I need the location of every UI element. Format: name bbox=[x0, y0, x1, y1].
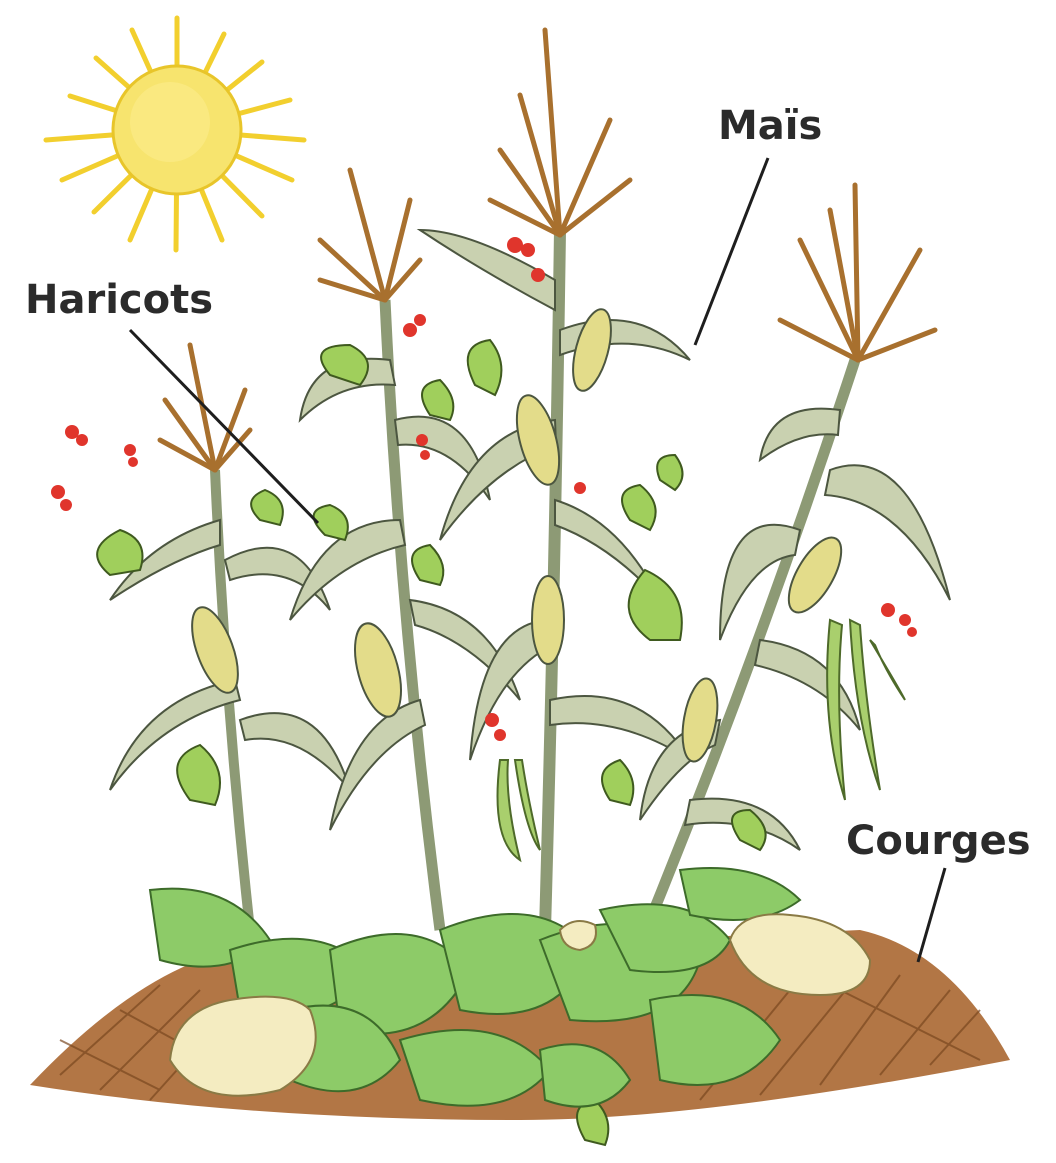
sun-icon bbox=[46, 18, 304, 250]
label-courges: Courges bbox=[846, 818, 1031, 864]
leader-line-haricots bbox=[130, 330, 318, 523]
corn-tassels bbox=[160, 30, 935, 470]
leader-line-mais bbox=[695, 158, 768, 345]
label-haricots: Haricots bbox=[25, 277, 213, 323]
leader-line-courges bbox=[918, 868, 945, 962]
label-mais: Maïs bbox=[718, 103, 822, 149]
